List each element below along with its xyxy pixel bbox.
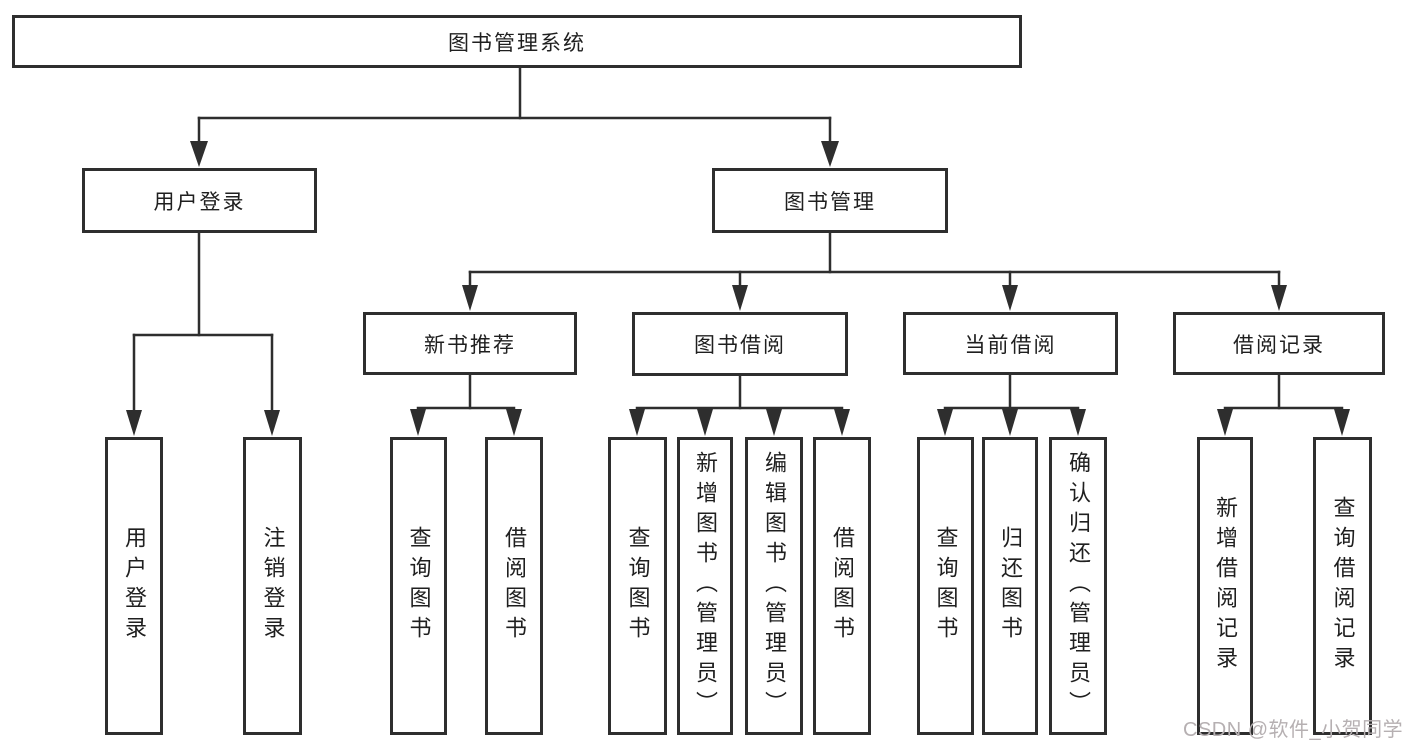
leaf-confirm-return-admin: 确认归还（管理员） [1049,437,1107,735]
node-book-borrowing: 图书借阅 [632,312,848,376]
leaf-query-books-1: 查询图书 [390,437,447,735]
node-new-book-recommend: 新书推荐 [363,312,577,375]
node-borrowing-records: 借阅记录 [1173,312,1385,375]
leaf-return-books: 归还图书 [982,437,1038,735]
leaf-logout: 注销登录 [243,437,302,735]
node-book-management: 图书管理 [712,168,948,233]
leaf-query-books-2: 查询图书 [608,437,667,735]
leaf-edit-book-admin: 编辑图书（管理员） [745,437,803,735]
leaf-query-borrow-record: 查询借阅记录 [1313,437,1372,735]
node-library-system: 图书管理系统 [12,15,1022,68]
arrowheads [126,141,1350,436]
leaf-borrow-books-2: 借阅图书 [813,437,871,735]
node-current-borrowing: 当前借阅 [903,312,1118,375]
leaf-add-borrow-record: 新增借阅记录 [1197,437,1253,735]
watermark-text: CSDN @软件_小贺同学 [1183,719,1404,741]
leaf-query-books-3: 查询图书 [917,437,974,735]
leaf-borrow-books-1: 借阅图书 [485,437,543,735]
leaf-add-book-admin: 新增图书（管理员） [677,437,733,735]
leaf-user-login: 用户登录 [105,437,163,735]
node-user-login: 用户登录 [82,168,317,233]
